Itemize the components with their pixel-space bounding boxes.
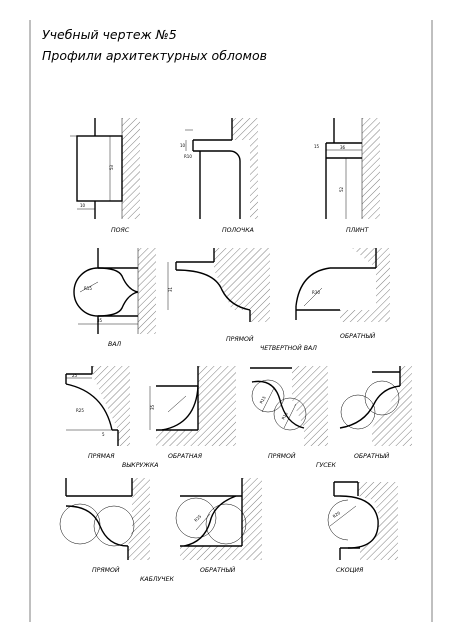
label-skotsiya: СКОЦИЯ	[336, 567, 364, 574]
label-vyk-obratnaya: ОБРАТНАЯ	[168, 453, 203, 460]
dim-gus-r2: R15	[281, 411, 289, 421]
dim-sko-r: R20	[332, 510, 342, 519]
dim-poyas-height: 53	[109, 164, 114, 170]
label-plint: ПЛИНТ	[346, 227, 370, 234]
profile-poyas: 53 10	[70, 118, 140, 219]
dim-polochka-h: 10	[180, 143, 186, 148]
dim-plint-w: 36	[340, 145, 346, 150]
profile-gusek-pryamoy: R15 R15	[250, 366, 328, 446]
label-chetvertnoy-val: ЧЕТВЕРТНОЙ ВАЛ	[260, 343, 317, 352]
dim-val-r: R15	[84, 286, 92, 291]
label-polochka: ПОЛОЧКА	[222, 227, 254, 234]
label-gusek: ГУСЕК	[316, 462, 336, 469]
label-gusek-obratny: ОБРАТНЫЙ	[354, 451, 390, 460]
dim-val-base: 35	[97, 318, 103, 323]
dim-plint-proj: 15	[314, 144, 320, 149]
dim-vyk-w: 25	[72, 373, 78, 378]
label-vyk-pryamaya: ПРЯМАЯ	[88, 453, 115, 460]
label-kab-pryamoy: ПРЯМОЙ	[92, 565, 120, 574]
label-chv-obratny: ОБРАТНЫЙ	[340, 331, 376, 340]
dim-chv-r: R30	[312, 290, 320, 295]
profile-val: R15 35	[73, 248, 156, 334]
dim-vyk-b: 5	[102, 432, 105, 437]
label-val: ВАЛ	[108, 341, 121, 348]
dim-vyk-r: R25	[76, 408, 84, 413]
profile-kablychek-obratny: R25	[175, 478, 262, 560]
dim-plint-h: 52	[339, 186, 344, 192]
profile-vykruzhka-obratnaya: 35	[149, 366, 236, 446]
dim-chv-h: 31	[168, 286, 173, 292]
profile-plint: 36 15 52	[314, 118, 380, 219]
profile-kablychek-pryamoy	[59, 478, 150, 560]
profile-chetvertnoy-pryamoy: 31	[167, 248, 270, 322]
label-kab-obratny: ОБРАТНЫЙ	[200, 565, 236, 574]
dim-vyk2-h: 35	[150, 404, 155, 410]
label-gusek-pryamoy: ПРЯМОЙ	[268, 451, 296, 460]
profile-chetvertnoy-obratny: R30	[295, 248, 390, 322]
label-kablychek: КАБЛУЧЕК	[140, 576, 174, 583]
profile-skotsiya: R20	[327, 481, 398, 560]
sheet-title-line1: Учебный чертеж №5	[42, 27, 177, 42]
dim-poyas-proj: 10	[80, 203, 86, 208]
profile-vykruzhka-pryamaya: 25 R25 5	[65, 366, 130, 446]
label-chv-pryamoy: ПРЯМОЙ	[226, 334, 254, 343]
label-vykruzhka: ВЫКРУЖКА	[122, 462, 159, 469]
profile-polochka: 10 R10	[180, 118, 258, 219]
profile-gusek-obratny	[339, 366, 412, 446]
dim-kab-r: R25	[193, 513, 202, 522]
label-poyas: ПОЯС	[111, 227, 130, 234]
sheet-title-line2: Профили архитектурных обломов	[42, 48, 267, 63]
dim-gus-r1: R15	[259, 395, 267, 405]
dim-polochka-r: R10	[184, 154, 192, 159]
